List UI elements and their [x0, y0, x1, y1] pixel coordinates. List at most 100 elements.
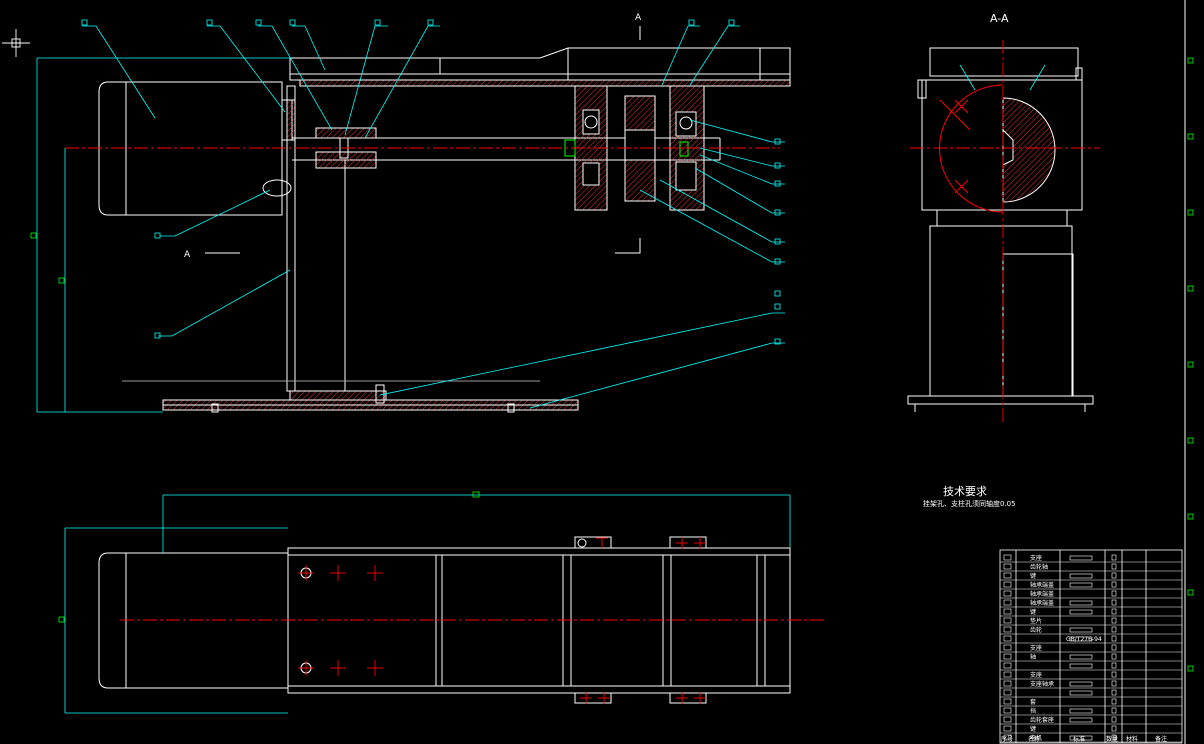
table-row-index-box	[1003, 581, 1012, 588]
coupling-bottom	[315, 151, 377, 169]
header-remarks: 备注	[1155, 735, 1167, 743]
section-view-title: A-A	[990, 12, 1009, 25]
dimension-label-height	[30, 232, 37, 239]
table-row-name: 电机	[1030, 734, 1042, 742]
table-row-index-box	[1003, 626, 1012, 633]
table-row-name: 轴承端盖	[1030, 599, 1054, 607]
dimension-label-depth	[58, 616, 65, 623]
table-row-quantity-box	[1111, 662, 1117, 669]
header-quantity: 数量	[1106, 735, 1118, 743]
table-row-name: 齿轮	[1030, 626, 1042, 634]
table-row-index-box	[1003, 599, 1012, 606]
section-mark-bottom: A	[184, 250, 191, 260]
header-standard: 标准	[1073, 735, 1085, 743]
table-row-quantity-box	[1111, 554, 1117, 561]
table-row-quantity-box	[1111, 572, 1117, 579]
table-row-quantity-box	[1111, 716, 1117, 723]
border-marks	[1187, 57, 1194, 672]
table-row-quantity-box	[1111, 671, 1117, 678]
table-row-index-box	[1003, 662, 1012, 669]
table-row-quantity-box	[1111, 563, 1117, 570]
table-row-quantity-box	[1111, 590, 1117, 597]
table-row-quantity-box	[1111, 581, 1117, 588]
table-row-standard-box	[1069, 708, 1093, 714]
table-row-name: 垫片	[1030, 617, 1042, 625]
header-material: 材料	[1126, 735, 1138, 743]
table-row-index-box	[1003, 572, 1012, 579]
table-row-name: 键	[1030, 725, 1036, 733]
header-index: 序号	[1001, 735, 1013, 743]
top-view-frame	[287, 547, 791, 694]
table-row-index-box	[1003, 635, 1012, 642]
table-row-standard-box	[1069, 636, 1093, 642]
table-row-quantity-box	[1111, 635, 1117, 642]
parts-list-header: 序号 名称 标准 数量 材料 备注	[1001, 735, 1167, 743]
housing-hatch	[299, 79, 791, 87]
table-row-standard-box	[1069, 600, 1093, 606]
table-row-standard-box	[1069, 690, 1093, 696]
table-row-quantity-box	[1111, 608, 1117, 615]
table-row-quantity-box	[1111, 680, 1117, 687]
top-view	[98, 536, 791, 704]
table-row-quantity-box	[1111, 653, 1117, 660]
top-view-motor	[98, 552, 289, 689]
front-view-dimensions	[36, 57, 290, 413]
table-row-index-box	[1003, 671, 1012, 678]
coupling-top	[315, 127, 377, 139]
table-row-quantity-box	[1111, 626, 1117, 633]
table-row-index-box	[1003, 734, 1012, 741]
table-row-quantity-box	[1111, 689, 1117, 696]
table-row-index-box	[1003, 617, 1012, 624]
table-row-name: 轴	[1030, 653, 1036, 661]
table-row-name: 齿轮轴	[1030, 563, 1048, 571]
tech-requirements-title: 技术要求	[943, 485, 987, 498]
table-row-index-box	[1003, 716, 1012, 723]
table-row-quantity-box	[1111, 698, 1117, 705]
front-view-leaders	[82, 25, 785, 409]
table-row-quantity-box	[1111, 734, 1117, 741]
table-row-quantity-box	[1111, 725, 1117, 732]
section-mark-top: A	[635, 13, 642, 23]
table-row-index-box	[1003, 698, 1012, 705]
table-row-name: 轴承端盖	[1030, 590, 1054, 598]
table-row-index-box	[1003, 554, 1012, 561]
table-row-name: 键	[1030, 608, 1036, 616]
header-name: 名称	[1028, 735, 1040, 743]
table-row-quantity-box	[1111, 707, 1117, 714]
parts-list-rows: 支座齿轮轴键轴承端盖轴承端盖轴承端盖键垫片齿轮支座轴支座支座轴承套挡齿轮套座键电…	[1000, 554, 1182, 743]
table-row-standard-box	[1069, 582, 1093, 588]
table-row-index-box	[1003, 590, 1012, 597]
table-row-quantity-box	[1111, 644, 1117, 651]
table-row-index-box	[1003, 707, 1012, 714]
table-row-standard-box	[1069, 609, 1093, 615]
table-row-name: 轴承端盖	[1030, 581, 1054, 589]
table-row-index-box	[1003, 653, 1012, 660]
table-row-index-box	[1003, 644, 1012, 651]
table-row-quantity-box	[1111, 617, 1117, 624]
table-row-name: 支座	[1030, 644, 1042, 652]
table-row-name: 支座	[1030, 554, 1042, 562]
table-row-name: 挡	[1030, 707, 1036, 715]
top-view-hole-markers	[298, 537, 706, 704]
top-housing	[289, 47, 791, 81]
table-row-name: 支座轴承	[1030, 680, 1054, 688]
table-row-standard-box	[1069, 681, 1093, 687]
table-row-name: 键	[1030, 572, 1036, 580]
table-row-standard-box	[1069, 663, 1093, 669]
table-row-standard-box	[1069, 627, 1093, 633]
table-row-standard-box	[1069, 573, 1093, 579]
table-row-index-box	[1003, 608, 1012, 615]
motor-body	[98, 81, 283, 216]
tech-requirements-line: 挂架孔、支柱孔须同轴度0.05	[923, 499, 1016, 508]
table-row-name: 齿轮套座	[1030, 716, 1054, 724]
table-row-name: 套	[1030, 698, 1036, 706]
section-corner-mark	[615, 238, 641, 254]
parts-list-table	[999, 549, 1183, 744]
front-view-balloons	[81, 19, 781, 345]
mount-bolt	[262, 179, 292, 197]
table-row-quantity-box	[1111, 599, 1117, 606]
table-row-index-box	[1003, 680, 1012, 687]
table-row-standard-box	[1069, 735, 1093, 741]
table-row-index-box	[1003, 563, 1012, 570]
